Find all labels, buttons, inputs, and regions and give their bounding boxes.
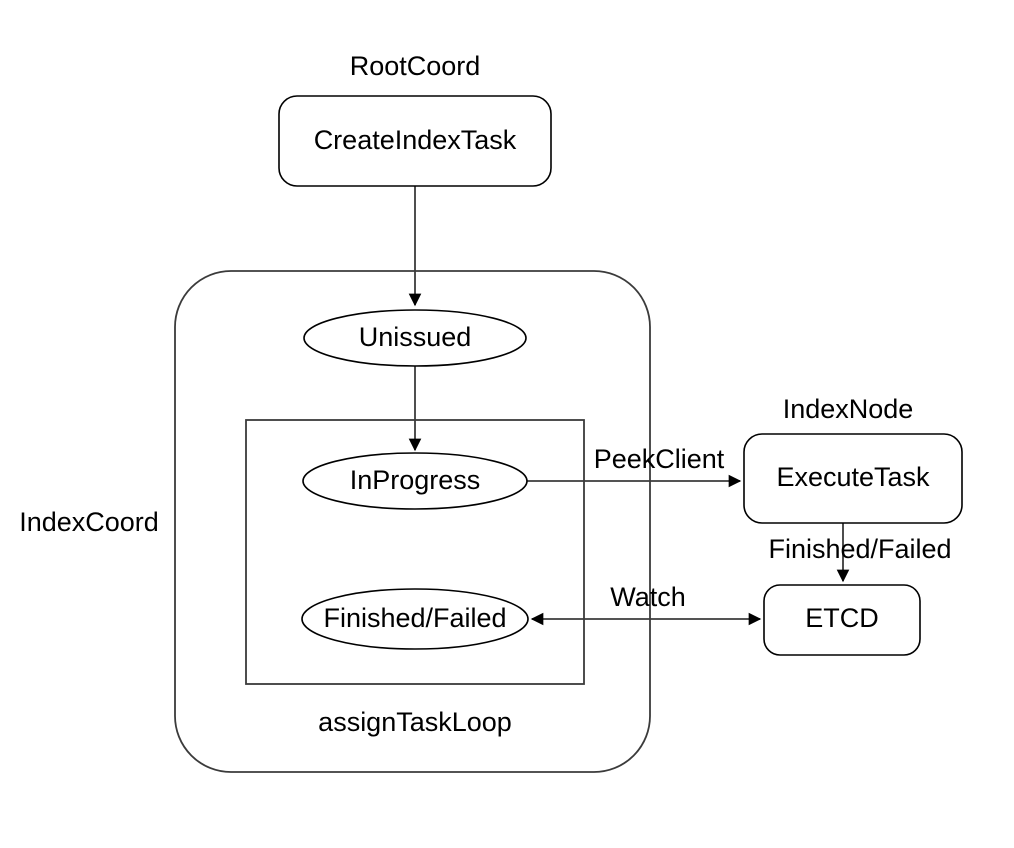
node-unissued-label: Unissued [359,322,472,352]
index-coord-container [174,270,651,773]
assign-task-loop-label: assignTaskLoop [318,707,512,737]
edge-label-watch: Watch [610,582,686,612]
node-in-progress[interactable]: InProgress [302,452,528,510]
root-coord-label: RootCoord [350,51,481,81]
edge-label-finished-failed: Finished/Failed [768,534,951,564]
node-create-index-task-label: CreateIndexTask [314,125,517,155]
node-unissued[interactable]: Unissued [303,309,527,367]
node-in-progress-label: InProgress [350,465,481,495]
node-etcd[interactable]: ETCD [763,584,921,656]
edge-label-peek-client: PeekClient [594,444,725,474]
node-execute-task[interactable]: ExecuteTask [743,433,963,524]
node-create-index-task[interactable]: CreateIndexTask [278,95,552,187]
node-finished-failed-label: Finished/Failed [323,603,506,633]
index-coord-label: IndexCoord [19,507,159,537]
node-execute-task-label: ExecuteTask [776,462,930,492]
index-node-label: IndexNode [783,394,914,424]
node-etcd-label: ETCD [805,603,879,633]
node-finished-failed[interactable]: Finished/Failed [301,588,529,650]
